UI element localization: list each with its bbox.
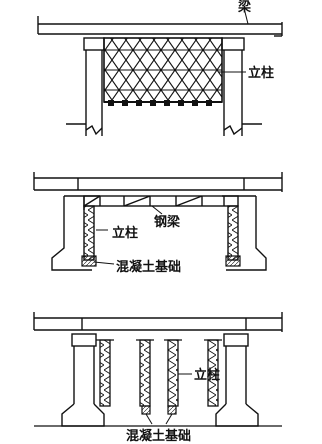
lattice-feet xyxy=(108,100,212,106)
column-label-2: 立柱 xyxy=(112,225,138,241)
steel-beam xyxy=(83,195,239,207)
panel-2: 钢梁 立柱 混凝土基础 xyxy=(33,172,283,275)
right-shoring-post xyxy=(227,205,239,261)
left-column xyxy=(66,37,105,136)
beam-slab-top xyxy=(37,16,283,37)
shoring-post-2 xyxy=(136,339,154,407)
column-label-3: 立柱 xyxy=(194,367,220,383)
foundation-leader-2 xyxy=(93,261,115,265)
foundation-label-2: 混凝土基础 xyxy=(116,259,181,275)
shoring-post-3 xyxy=(164,339,182,407)
column-label: 立柱 xyxy=(248,65,274,81)
right-concrete-footing xyxy=(225,255,241,267)
left-shoring-post xyxy=(83,205,95,261)
foundation-leader-3a xyxy=(145,413,153,425)
shoring-post-1 xyxy=(96,339,114,407)
slab-middle xyxy=(33,172,283,192)
shoring-post-4 xyxy=(204,339,222,407)
steel-beam-label: 钢梁 xyxy=(154,214,181,230)
left-concrete-footing xyxy=(81,255,97,267)
panel-3: 立柱 混凝土基础 xyxy=(33,312,283,444)
foundation-pads xyxy=(141,405,177,415)
lattice-column xyxy=(103,37,223,103)
foundation-leader-3b xyxy=(165,413,173,425)
slab-bottom xyxy=(33,312,283,332)
right-column xyxy=(221,37,262,136)
steel-beam-leader xyxy=(151,205,163,215)
right-column-3 xyxy=(215,333,259,427)
foundation-label-3: 混凝土基础 xyxy=(126,428,191,444)
left-column-3 xyxy=(61,333,105,427)
panel-1: 梁 立柱 xyxy=(37,0,283,136)
beam-leader xyxy=(243,7,249,25)
beam-label: 梁 xyxy=(237,0,252,15)
